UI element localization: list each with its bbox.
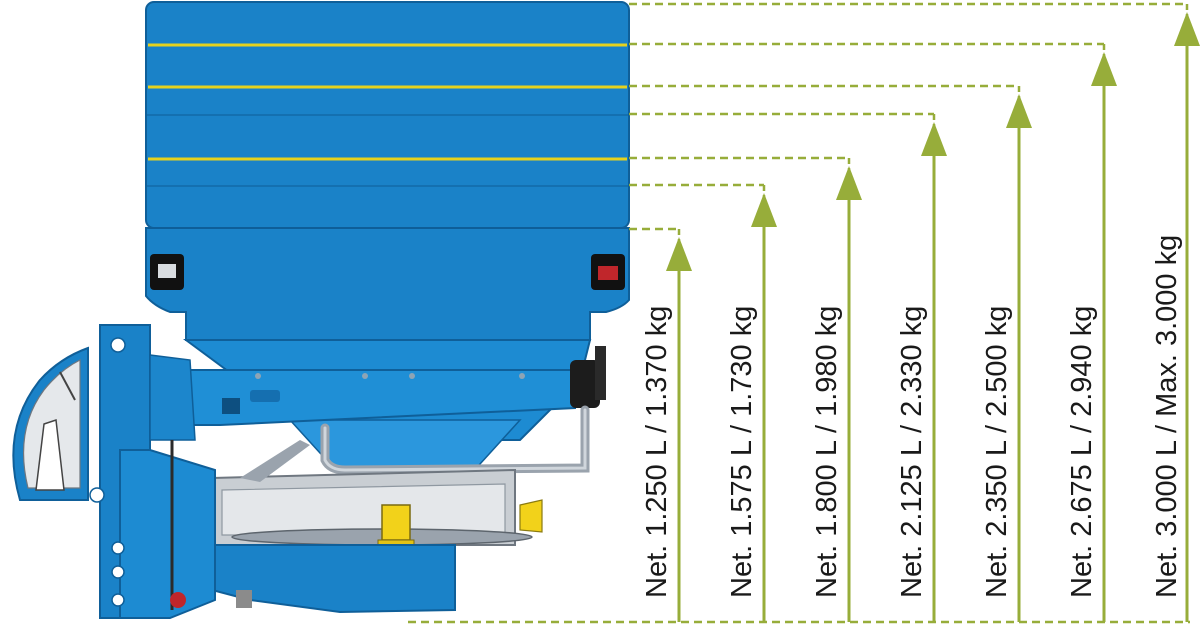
arrow-up-icon (921, 122, 947, 156)
capacity-label-5: Net. 2.350 L / 2.500 kg (981, 306, 1013, 598)
arrow-up-icon (666, 237, 692, 271)
hopper-lower (145, 227, 630, 341)
shutter-handle (570, 360, 600, 408)
capacity-labels: Net. 1.250 L / 1.370 kg Net. 1.575 L / 1… (641, 235, 1183, 598)
capacity-label-6: Net. 2.675 L / 2.940 kg (1066, 306, 1098, 598)
fertilizer-spreader-illustration (12, 1, 630, 619)
arrow-up-icon (1174, 12, 1200, 46)
hopper-level-lines (148, 43, 627, 161)
level-guides (408, 2, 1200, 624)
arrow-up-icon (751, 193, 777, 227)
arrow-up-icon (836, 166, 862, 200)
rate-dial (12, 346, 89, 501)
hitch-frame (89, 324, 252, 619)
capacity-label-3: Net. 1.800 L / 1.980 kg (811, 306, 843, 598)
arrow-up-icon (1006, 94, 1032, 128)
arrow-up-icon (1091, 52, 1117, 86)
hopper-seams (146, 114, 629, 187)
capacity-label-2: Net. 1.575 L / 1.730 kg (726, 306, 758, 598)
capacity-label-1: Net. 1.250 L / 1.370 kg (641, 306, 673, 598)
capacity-label-7: Net. 3.000 L / Max. 3.000 kg (1151, 235, 1183, 598)
capacity-label-4: Net. 2.125 L / 2.330 kg (896, 306, 928, 598)
